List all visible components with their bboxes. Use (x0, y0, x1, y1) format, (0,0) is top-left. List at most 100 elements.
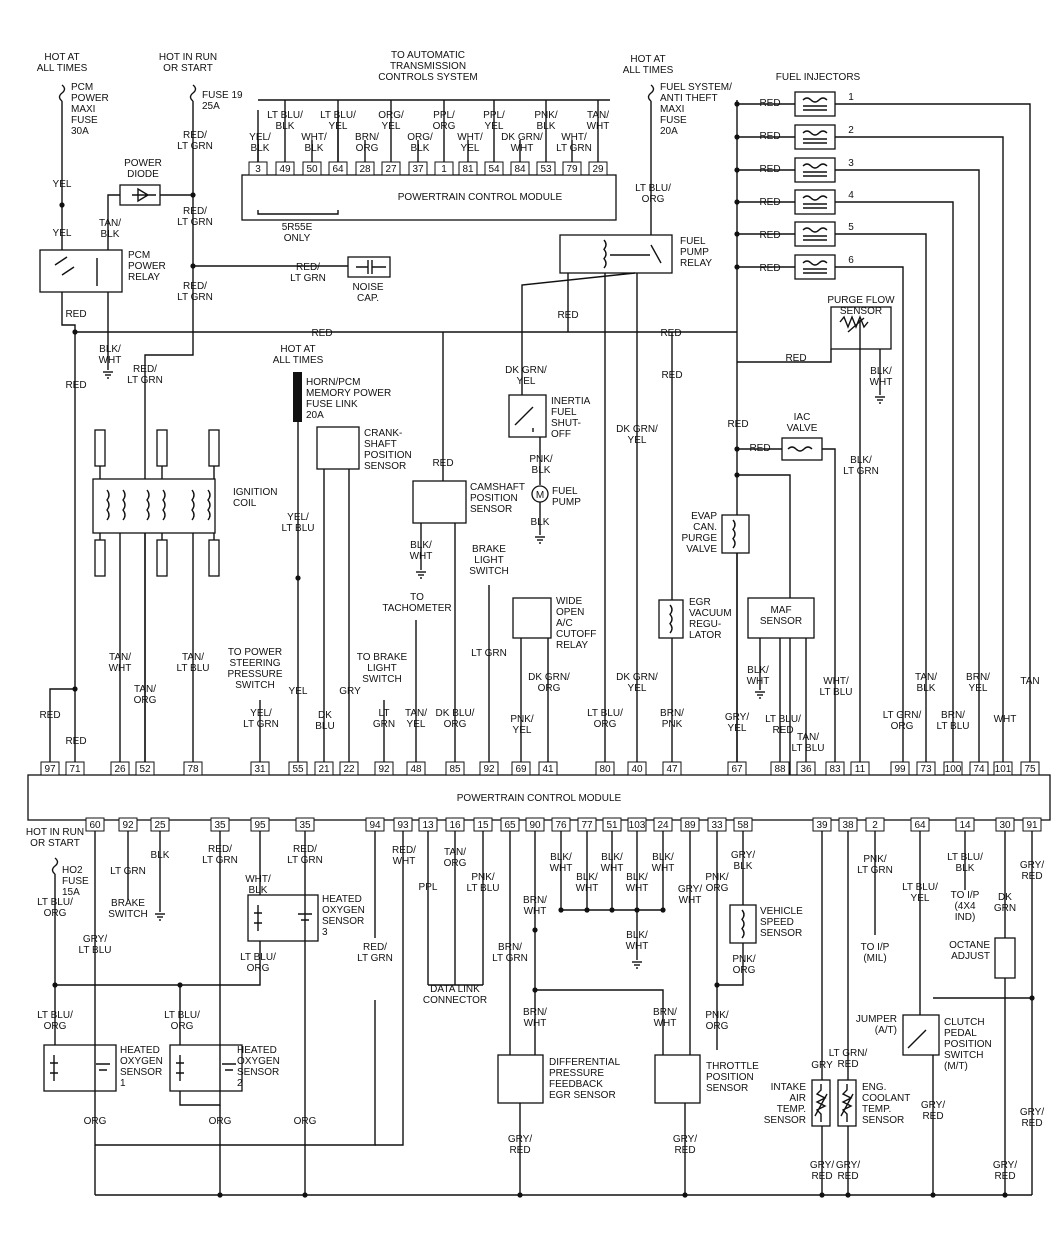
label: YEL/LT BLU (282, 512, 315, 534)
pcm-bottom-pin-label: 39 (816, 820, 828, 831)
label: RED/LT GRN (177, 206, 213, 228)
pcm-top-pin-label: 88 (774, 764, 786, 775)
injector-number: 5 (848, 222, 854, 233)
label: RED (65, 309, 86, 320)
spark-plug-icon (208, 539, 220, 577)
pcm-top-pin (511, 761, 531, 776)
pcm-bottom-pin-label: 33 (711, 820, 723, 831)
label: RED/LT GRN (177, 281, 213, 303)
pcm-top-pin-label: 31 (254, 764, 266, 775)
pcm-top-pin-label: 41 (542, 764, 554, 775)
pcm-bottom-pin-label: 65 (504, 820, 516, 831)
switch-icon (907, 1029, 927, 1049)
label: DK GRN/ORG (528, 672, 570, 694)
label: RED (65, 380, 86, 391)
injector-icon (794, 124, 836, 150)
label: PNK/BLK (529, 454, 553, 476)
injector-coil-icon (802, 195, 828, 209)
pcm-bottom-pin-label: 2 (872, 820, 878, 831)
label: PNK/ORG (732, 954, 756, 976)
capacitor-icon (356, 260, 386, 274)
label: RED (759, 131, 780, 142)
heater-element-icon (254, 905, 312, 931)
label: YEL (53, 179, 72, 190)
coil-icon (162, 489, 166, 521)
label: LT BLU/ORG (164, 1010, 200, 1032)
wire (521, 272, 636, 395)
pcm-top-pin-label: 67 (731, 764, 743, 775)
label: TAN/LT BLU (792, 732, 825, 754)
label: BRN/LT GRN (492, 942, 528, 964)
injector-coil-icon (802, 163, 828, 177)
pcm-top-pin-label: 74 (973, 764, 985, 775)
label: TAN/WHT (109, 652, 132, 674)
trans-wire-label: PNK/BLK (534, 110, 558, 132)
fuel-pump-relay (559, 234, 673, 274)
label: RED/LT GRN (287, 844, 323, 866)
motor-letter: M (536, 490, 544, 501)
trans-pin-label: 27 (385, 164, 397, 175)
coil-icon (669, 604, 673, 634)
pcm-top-pin-label: 55 (292, 764, 304, 775)
injector-number: 6 (848, 255, 854, 266)
injector-coil-icon (802, 97, 828, 111)
label: RED (759, 263, 780, 274)
trans-pin-label: 81 (462, 164, 474, 175)
pcm-bottom-pin-label: 77 (581, 820, 593, 831)
label: GRY/RED (921, 1100, 945, 1122)
trans-wire-label: ORG/BLK (407, 132, 433, 154)
pcm-top-pin-label: 80 (599, 764, 611, 775)
label: PNK/ORG (705, 872, 729, 894)
pcm-top-pin (314, 761, 334, 776)
pcm-top-pin-label: 69 (515, 764, 527, 775)
wire (835, 136, 1004, 775)
label: LT BLU/ORG (37, 1010, 73, 1032)
label: BRN/YEL (966, 672, 990, 694)
label: RED/LT GRN (177, 130, 213, 152)
label: WHT (994, 714, 1017, 725)
label: LT BLU/ORG (240, 952, 276, 974)
pcm-bottom-pin-label: 51 (606, 820, 618, 831)
trans-pin-label: 50 (306, 164, 318, 175)
splice-dot (72, 686, 78, 692)
switch-icon (514, 406, 534, 432)
label: RED (65, 736, 86, 747)
maf-sensor (747, 597, 815, 639)
label: RED (39, 710, 60, 721)
pcm-bottom-pin-label: 58 (737, 820, 749, 831)
injector-number: 3 (848, 158, 854, 169)
label: RED/LT GRN (202, 844, 238, 866)
throttle-position-sensor (654, 1054, 701, 1104)
label: WHT/LT BLU (820, 676, 853, 698)
trans-wire-label: PPL/ORG (433, 110, 456, 132)
fuse-icon (189, 84, 197, 102)
fuel-injectors-label: FUEL INJECTORS (776, 72, 861, 83)
label: RED (749, 443, 770, 454)
label: LT BLU/ORG (587, 708, 623, 730)
oxygen-sensor-box (247, 894, 319, 942)
label: RED (727, 419, 748, 430)
label: GRY/BLK (731, 850, 755, 872)
pcm-top-pin-label: 22 (343, 764, 355, 775)
fuse-icon (51, 857, 59, 875)
label: PNK/LT BLU (467, 872, 500, 894)
label: GRY (811, 1060, 833, 1071)
label: BLK/WHT (601, 852, 624, 874)
label: PPL (419, 882, 438, 893)
pcm-top-pin-label: 78 (187, 764, 199, 775)
label: GRY/WHT (678, 884, 702, 906)
oxygen-sensor-box (169, 1044, 243, 1092)
pcm-top-pin (796, 761, 816, 776)
pcm-top-pin (40, 761, 60, 776)
powertrain-control-module (27, 774, 1051, 821)
